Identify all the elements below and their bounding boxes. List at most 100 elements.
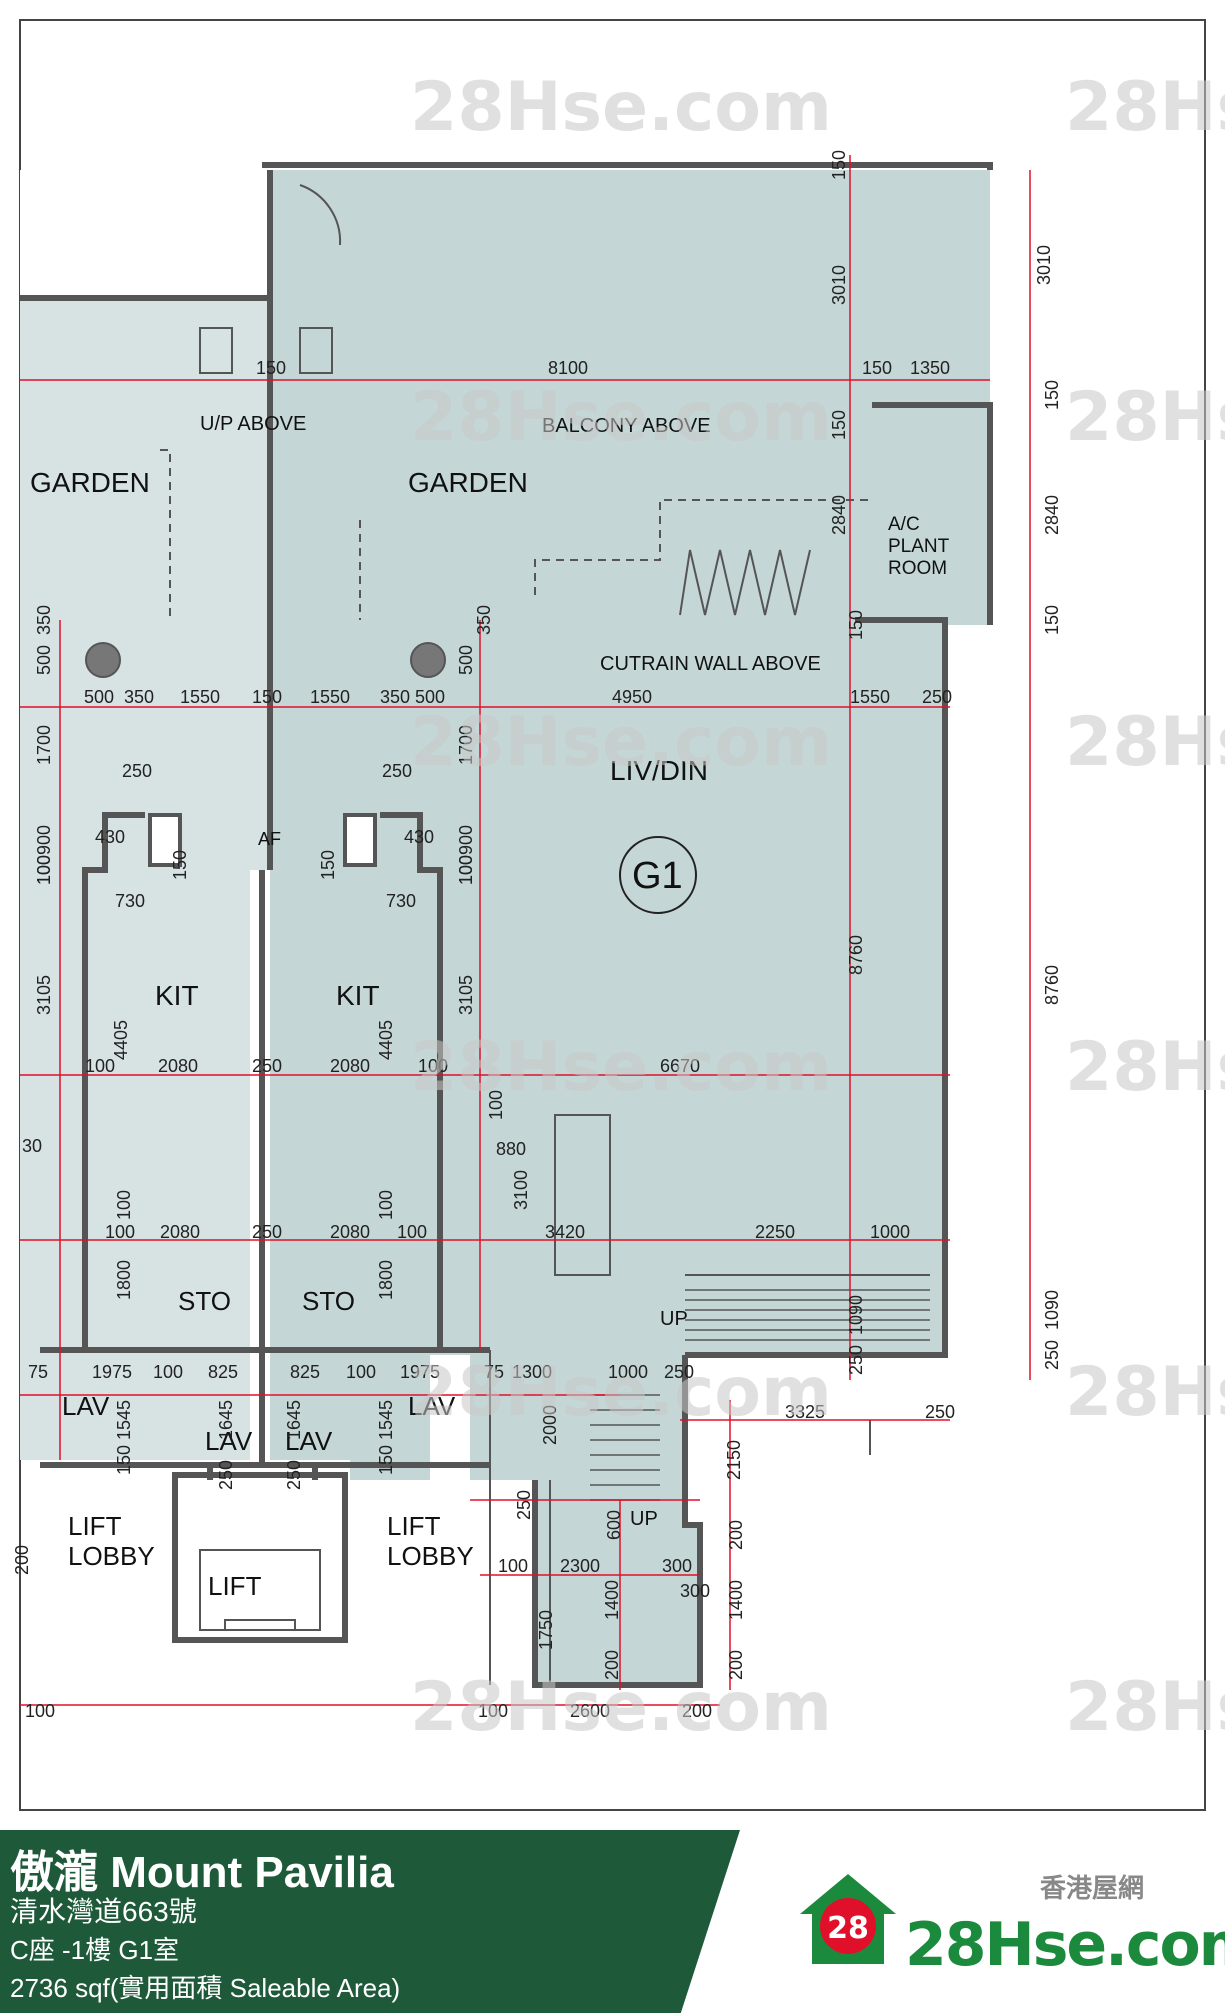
dim-text: 825 <box>208 1362 238 1382</box>
dim-text: 100 <box>418 1056 448 1076</box>
lav-mid-right-label: LAV <box>285 1426 333 1456</box>
dim-text: 150 <box>376 1445 396 1475</box>
dim-text: 825 <box>290 1362 320 1382</box>
dim-text: 2600 <box>570 1701 610 1721</box>
dim-text: 8760 <box>846 935 866 975</box>
dim-text: 900 <box>456 825 476 855</box>
dim-text: 3010 <box>829 265 849 305</box>
sto-left-label: STO <box>178 1286 231 1316</box>
lift-lobby-right-label-2: LOBBY <box>387 1541 474 1571</box>
dim-text: 500 <box>415 687 445 707</box>
dim-text: 1545 <box>376 1400 396 1440</box>
dim-text: 1090 <box>846 1295 866 1335</box>
dim-text: 150 <box>114 1445 134 1475</box>
dim-text: 100 <box>114 1190 134 1220</box>
dim-text: 2080 <box>330 1056 370 1076</box>
watermark-text: 28Hse.com <box>410 703 832 782</box>
garden-right-label: GARDEN <box>408 467 528 498</box>
dim-text: 250 <box>925 1402 955 1422</box>
dim-text: 900 <box>34 825 54 855</box>
dim-text: 730 <box>115 891 145 911</box>
lav-left-label: LAV <box>62 1391 110 1421</box>
lav-mid-left-label: LAV <box>205 1426 253 1456</box>
af-label: AF <box>258 829 281 849</box>
dim-text: 150 <box>829 150 849 180</box>
dim-text: 3100 <box>511 1170 531 1210</box>
watermark-text: 28Hse.com <box>1065 1353 1225 1432</box>
dim-text: 150 <box>1042 605 1062 635</box>
unit-code-label: G1 <box>632 855 683 897</box>
dim-text: 100 <box>85 1056 115 1076</box>
dim-text: 1550 <box>310 687 350 707</box>
sto-right-label: STO <box>302 1286 355 1316</box>
dim-text: 880 <box>496 1139 526 1159</box>
dim-text: 250 <box>284 1460 304 1490</box>
interior-lines <box>85 184 930 1685</box>
logo-chinese: 香港屋網 <box>1040 1874 1145 1904</box>
dim-text: 600 <box>604 1510 624 1540</box>
dim-text: 100 <box>34 855 54 885</box>
property-address: 清水灣道663號 <box>10 1896 197 1927</box>
dim-text: 100 <box>498 1556 528 1576</box>
dim-text: 2840 <box>1042 495 1062 535</box>
dim-text: 1000 <box>870 1222 910 1242</box>
dim-text: 150 <box>256 358 286 378</box>
kit-left-label: KIT <box>155 980 199 1011</box>
dim-text: 730 <box>386 891 416 911</box>
saleable-area: 2736 sqf(實用面積 Saleable Area) <box>10 1973 401 2003</box>
watermark-text: 28Hse.com <box>410 1353 832 1432</box>
dim-text: 1750 <box>536 1610 556 1650</box>
floor-fill <box>20 170 990 1685</box>
dim-text: 300 <box>680 1581 710 1601</box>
dim-text: 250 <box>216 1460 236 1490</box>
logo-badge-text: 28 <box>827 1911 869 1946</box>
dim-text: 100 <box>478 1701 508 1721</box>
dim-text: 250 <box>664 1362 694 1382</box>
dim-text: 100 <box>346 1362 376 1382</box>
logo-english: 28Hse.com <box>905 1910 1225 1980</box>
watermark-text: 28Hse.com <box>1065 1668 1225 1747</box>
dim-text: 350 <box>124 687 154 707</box>
dim-text: 1975 <box>92 1362 132 1382</box>
dim-text: 250 <box>252 1222 282 1242</box>
watermark-text: 28Hse.com <box>410 378 832 457</box>
dim-text: 350 <box>34 605 54 635</box>
dim-text: 2840 <box>829 495 849 535</box>
walls <box>20 162 993 1688</box>
dim-text: 3105 <box>34 975 54 1015</box>
dim-text: 4405 <box>376 1020 396 1060</box>
dim-text: 2080 <box>158 1056 198 1076</box>
dim-text: 1545 <box>114 1400 134 1440</box>
dim-text: 250 <box>382 761 412 781</box>
watermarks: 28Hse.com 28Hse.com 28Hse.com 28Hse.com … <box>410 68 1225 1747</box>
dim-text: 75 <box>28 1362 48 1382</box>
dim-text: 3105 <box>456 975 476 1015</box>
dimension-texts: 150 8100 150 1350 3010 150 2840 150 8760… <box>12 150 1062 1721</box>
unit-info: C座 -1樓 G1室 <box>10 1935 180 1965</box>
dim-text: 100 <box>153 1362 183 1382</box>
dim-text: 1700 <box>34 725 54 765</box>
dim-text: 2150 <box>724 1440 744 1480</box>
dim-text: 100 <box>34 855 54 885</box>
dim-text: 1700 <box>456 725 476 765</box>
ac-plant-room-label-2: PLANT <box>888 536 950 557</box>
liv-din-label: LIV/DIN <box>610 755 708 786</box>
dim-text: 100 <box>456 855 476 885</box>
dim-text: 150 <box>829 410 849 440</box>
dim-text: 250 <box>1042 1340 1062 1370</box>
dim-text: 1645 <box>284 1400 304 1440</box>
dim-text: 1400 <box>726 1580 746 1620</box>
dim-text: 1800 <box>376 1260 396 1300</box>
dim-text: 75 <box>484 1362 504 1382</box>
dim-text: 500 <box>84 687 114 707</box>
lift-label: LIFT <box>208 1571 262 1601</box>
watermark-text: 28Hse.com <box>1065 68 1225 147</box>
dim-text: 3010 <box>1034 245 1054 285</box>
room-labels: GARDEN GARDEN U/P ABOVE BALCONY ABOVE A/… <box>30 413 950 1601</box>
dim-text: 1800 <box>114 1260 134 1300</box>
dim-text: 1300 <box>512 1362 552 1382</box>
watermark-text: 28Hse.com <box>1065 703 1225 782</box>
dim-text: 4950 <box>612 687 652 707</box>
dim-text: 2300 <box>560 1556 600 1576</box>
dim-text: 150 <box>1042 380 1062 410</box>
